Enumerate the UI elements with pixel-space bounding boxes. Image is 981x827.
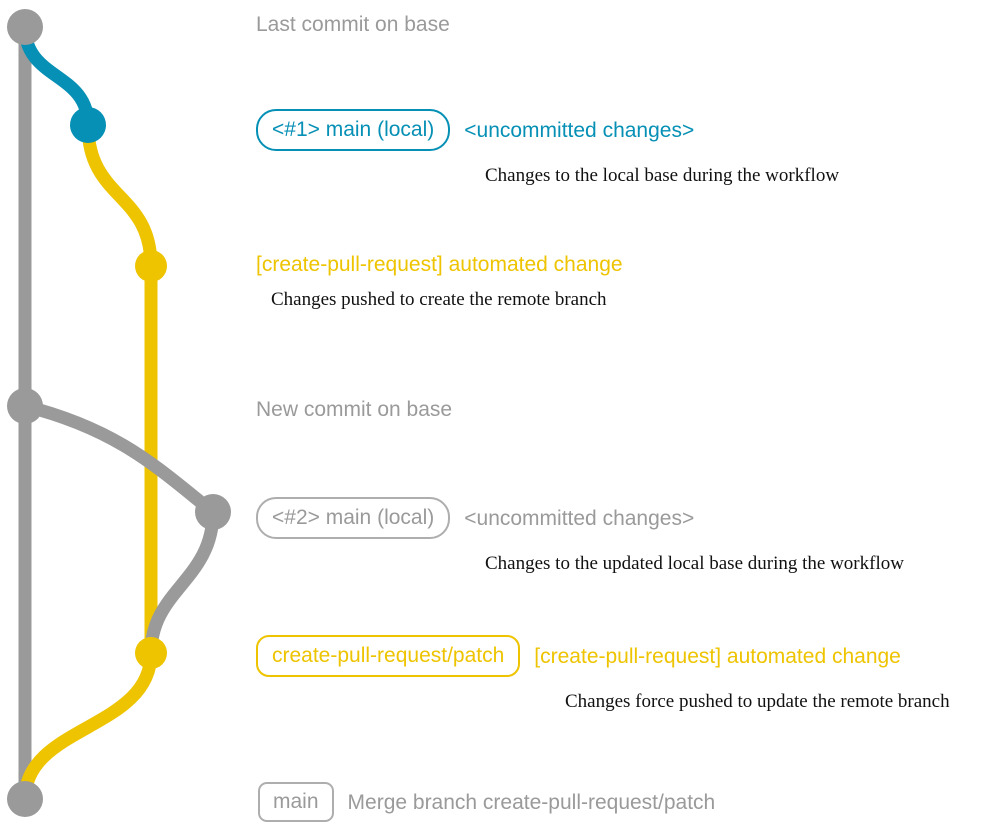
note-local-main-1: Changes to the local base during the wor…	[485, 165, 840, 186]
edge-remote-2-to-merge	[18, 646, 158, 806]
branch-badge-local-main-1[interactable]: <#1> main (local)	[256, 109, 451, 151]
branch-badge-main[interactable]: main	[258, 782, 334, 822]
branch-badge-create-pull-request-patch[interactable]: create-pull-request/patch	[256, 635, 521, 677]
commit-message-remote-automated-change-2: [create-pull-request] automated change	[534, 644, 901, 668]
commit-message-merge: Merge branch create-pull-request/patch	[347, 790, 716, 814]
commit-message-remote-automated-change-1: [create-pull-request] automated change	[256, 253, 623, 276]
row-new-commit-on-base: New commit on base	[256, 399, 452, 420]
edge-local-2-to-remote-2	[144, 505, 220, 660]
label-last-commit-on-base: Last commit on base	[256, 13, 450, 36]
row-local-main-1: <#1> main (local) <uncommitted changes> …	[256, 109, 839, 185]
branch-badge-local-main-2[interactable]: <#2> main (local)	[256, 497, 451, 539]
note-remote-automated-change-1: Changes pushed to create the remote bran…	[271, 289, 607, 310]
commit-node-local-2[interactable]	[195, 494, 231, 530]
note-remote-automated-change-2: Changes force pushed to update the remot…	[565, 691, 950, 712]
row-last-commit-on-base: Last commit on base	[256, 14, 450, 35]
row-remote-automated-change-2: create-pull-request/patch [create-pull-r…	[256, 635, 950, 711]
commit-node-remote-1[interactable]	[135, 250, 167, 282]
edge-local-1-to-remote-1	[81, 118, 158, 273]
label-new-commit-on-base: New commit on base	[256, 398, 453, 421]
note-local-main-2: Changes to the updated local base during…	[485, 553, 904, 574]
commit-message-local-main-2: <uncommitted changes>	[464, 506, 695, 530]
commit-message-local-main-1: <uncommitted changes>	[464, 118, 695, 142]
commit-node-merge[interactable]	[7, 781, 43, 817]
commit-node-base-new[interactable]	[7, 388, 43, 424]
row-local-main-2: <#2> main (local) <uncommitted changes> …	[256, 497, 904, 573]
row-remote-automated-change-1: [create-pull-request] automated change C…	[256, 254, 623, 309]
commit-node-local-1[interactable]	[70, 107, 106, 143]
commit-node-base-top[interactable]	[7, 9, 43, 45]
commit-node-remote-2[interactable]	[135, 637, 167, 669]
edge-base-to-local-2	[18, 399, 220, 519]
row-merge-commit: main Merge branch create-pull-request/pa…	[258, 782, 715, 822]
